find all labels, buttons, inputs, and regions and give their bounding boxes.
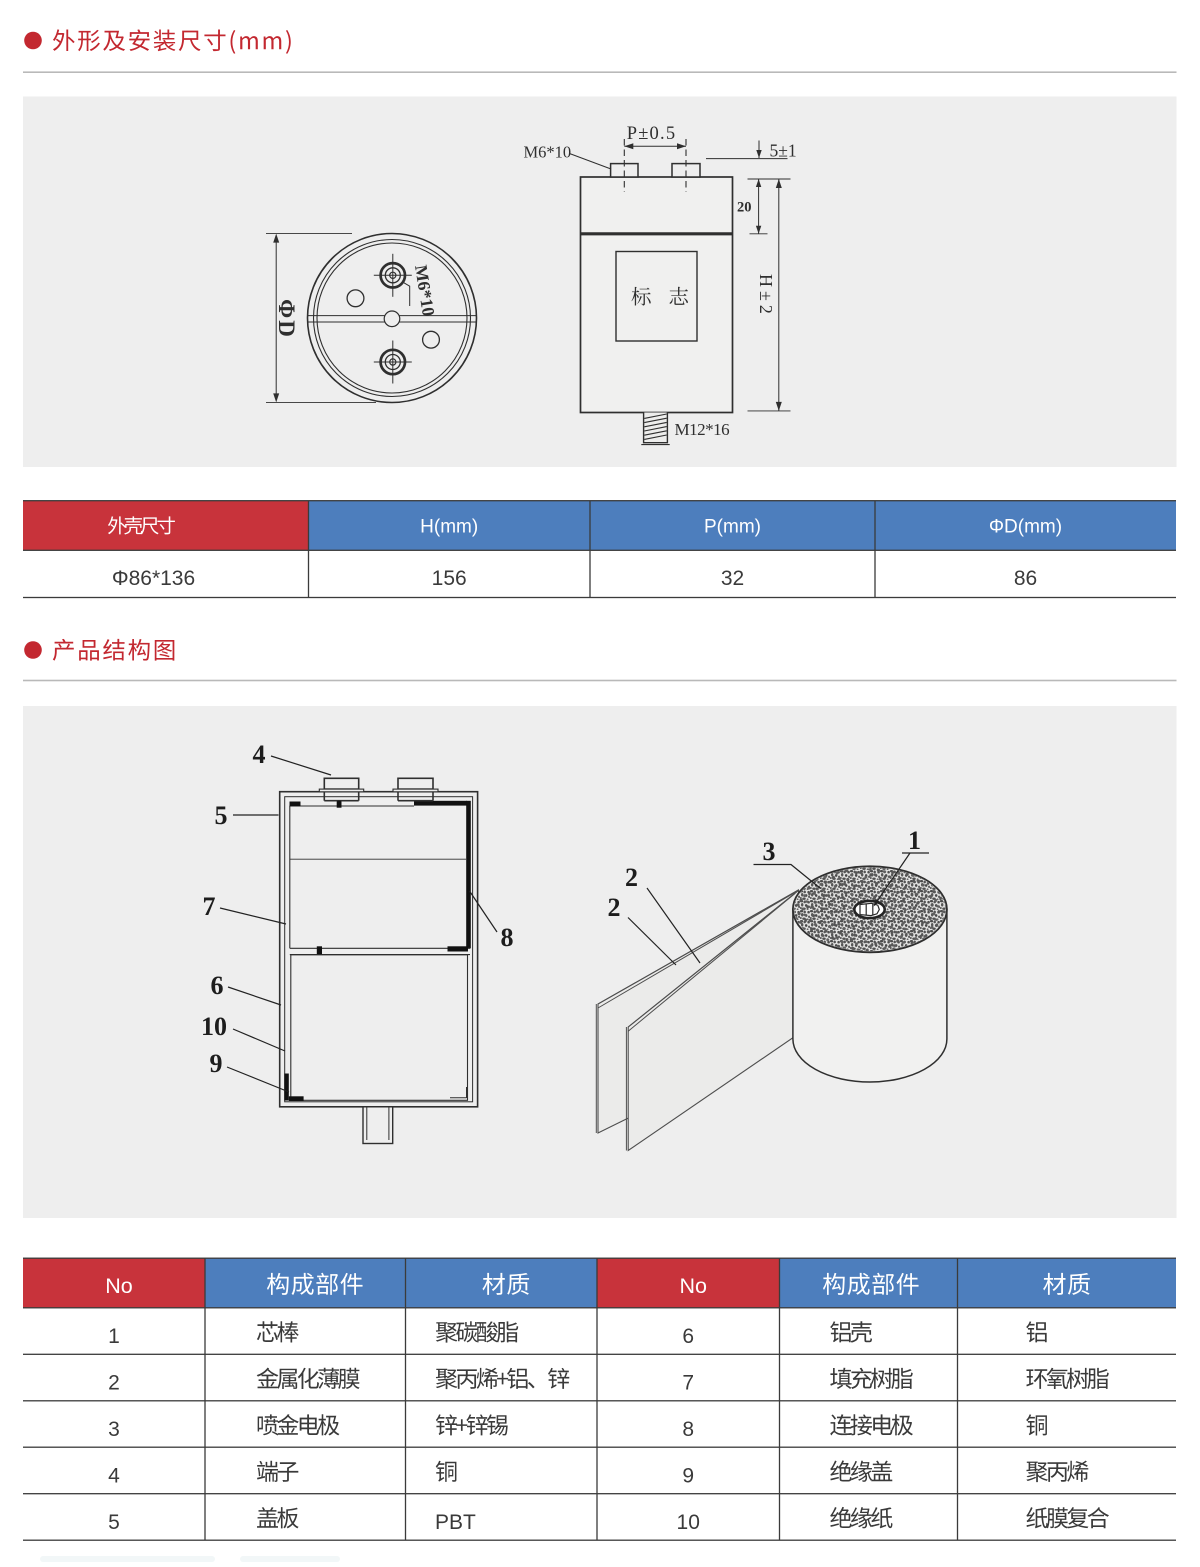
- svg-text:H±2: H±2: [756, 274, 776, 318]
- svg-text:10: 10: [677, 1511, 700, 1534]
- svg-text:ΦD(mm): ΦD(mm): [989, 516, 1062, 537]
- svg-text:2: 2: [108, 1372, 120, 1395]
- svg-text:9: 9: [210, 1049, 223, 1078]
- svg-text:No: No: [679, 1274, 707, 1298]
- svg-text:7: 7: [682, 1372, 694, 1395]
- svg-text:20: 20: [737, 200, 752, 216]
- svg-text:6: 6: [682, 1325, 694, 1348]
- svg-text:3: 3: [108, 1418, 120, 1441]
- svg-text:M12*16: M12*16: [675, 420, 730, 439]
- svg-text:32: 32: [721, 567, 744, 590]
- svg-text:ΦD: ΦD: [274, 299, 299, 339]
- svg-text:2: 2: [625, 863, 638, 892]
- svg-text:1: 1: [908, 826, 921, 855]
- svg-text:Φ86*136: Φ86*136: [112, 567, 195, 590]
- svg-text:86: 86: [1014, 567, 1037, 590]
- svg-text:M6*10: M6*10: [524, 143, 572, 162]
- svg-text:No: No: [105, 1274, 133, 1298]
- svg-text:5: 5: [108, 1511, 120, 1534]
- svg-text:156: 156: [432, 567, 467, 590]
- svg-text:8: 8: [682, 1418, 694, 1441]
- svg-text:P±0.5: P±0.5: [627, 124, 677, 144]
- svg-text:7: 7: [203, 892, 216, 921]
- svg-text:9: 9: [682, 1464, 694, 1487]
- svg-text:2: 2: [608, 893, 621, 922]
- svg-text:5: 5: [215, 801, 228, 830]
- svg-text:3: 3: [763, 837, 776, 866]
- svg-text:4: 4: [108, 1464, 120, 1487]
- svg-text:10: 10: [201, 1012, 227, 1041]
- svg-text:H(mm): H(mm): [420, 516, 478, 537]
- svg-text:PBT: PBT: [435, 1511, 476, 1534]
- svg-text:1: 1: [108, 1325, 120, 1348]
- svg-text:5±1: 5±1: [770, 141, 797, 161]
- svg-text:P(mm): P(mm): [704, 516, 761, 537]
- svg-text:8: 8: [501, 923, 514, 952]
- svg-text:4: 4: [253, 740, 266, 769]
- svg-text:6: 6: [211, 971, 224, 1000]
